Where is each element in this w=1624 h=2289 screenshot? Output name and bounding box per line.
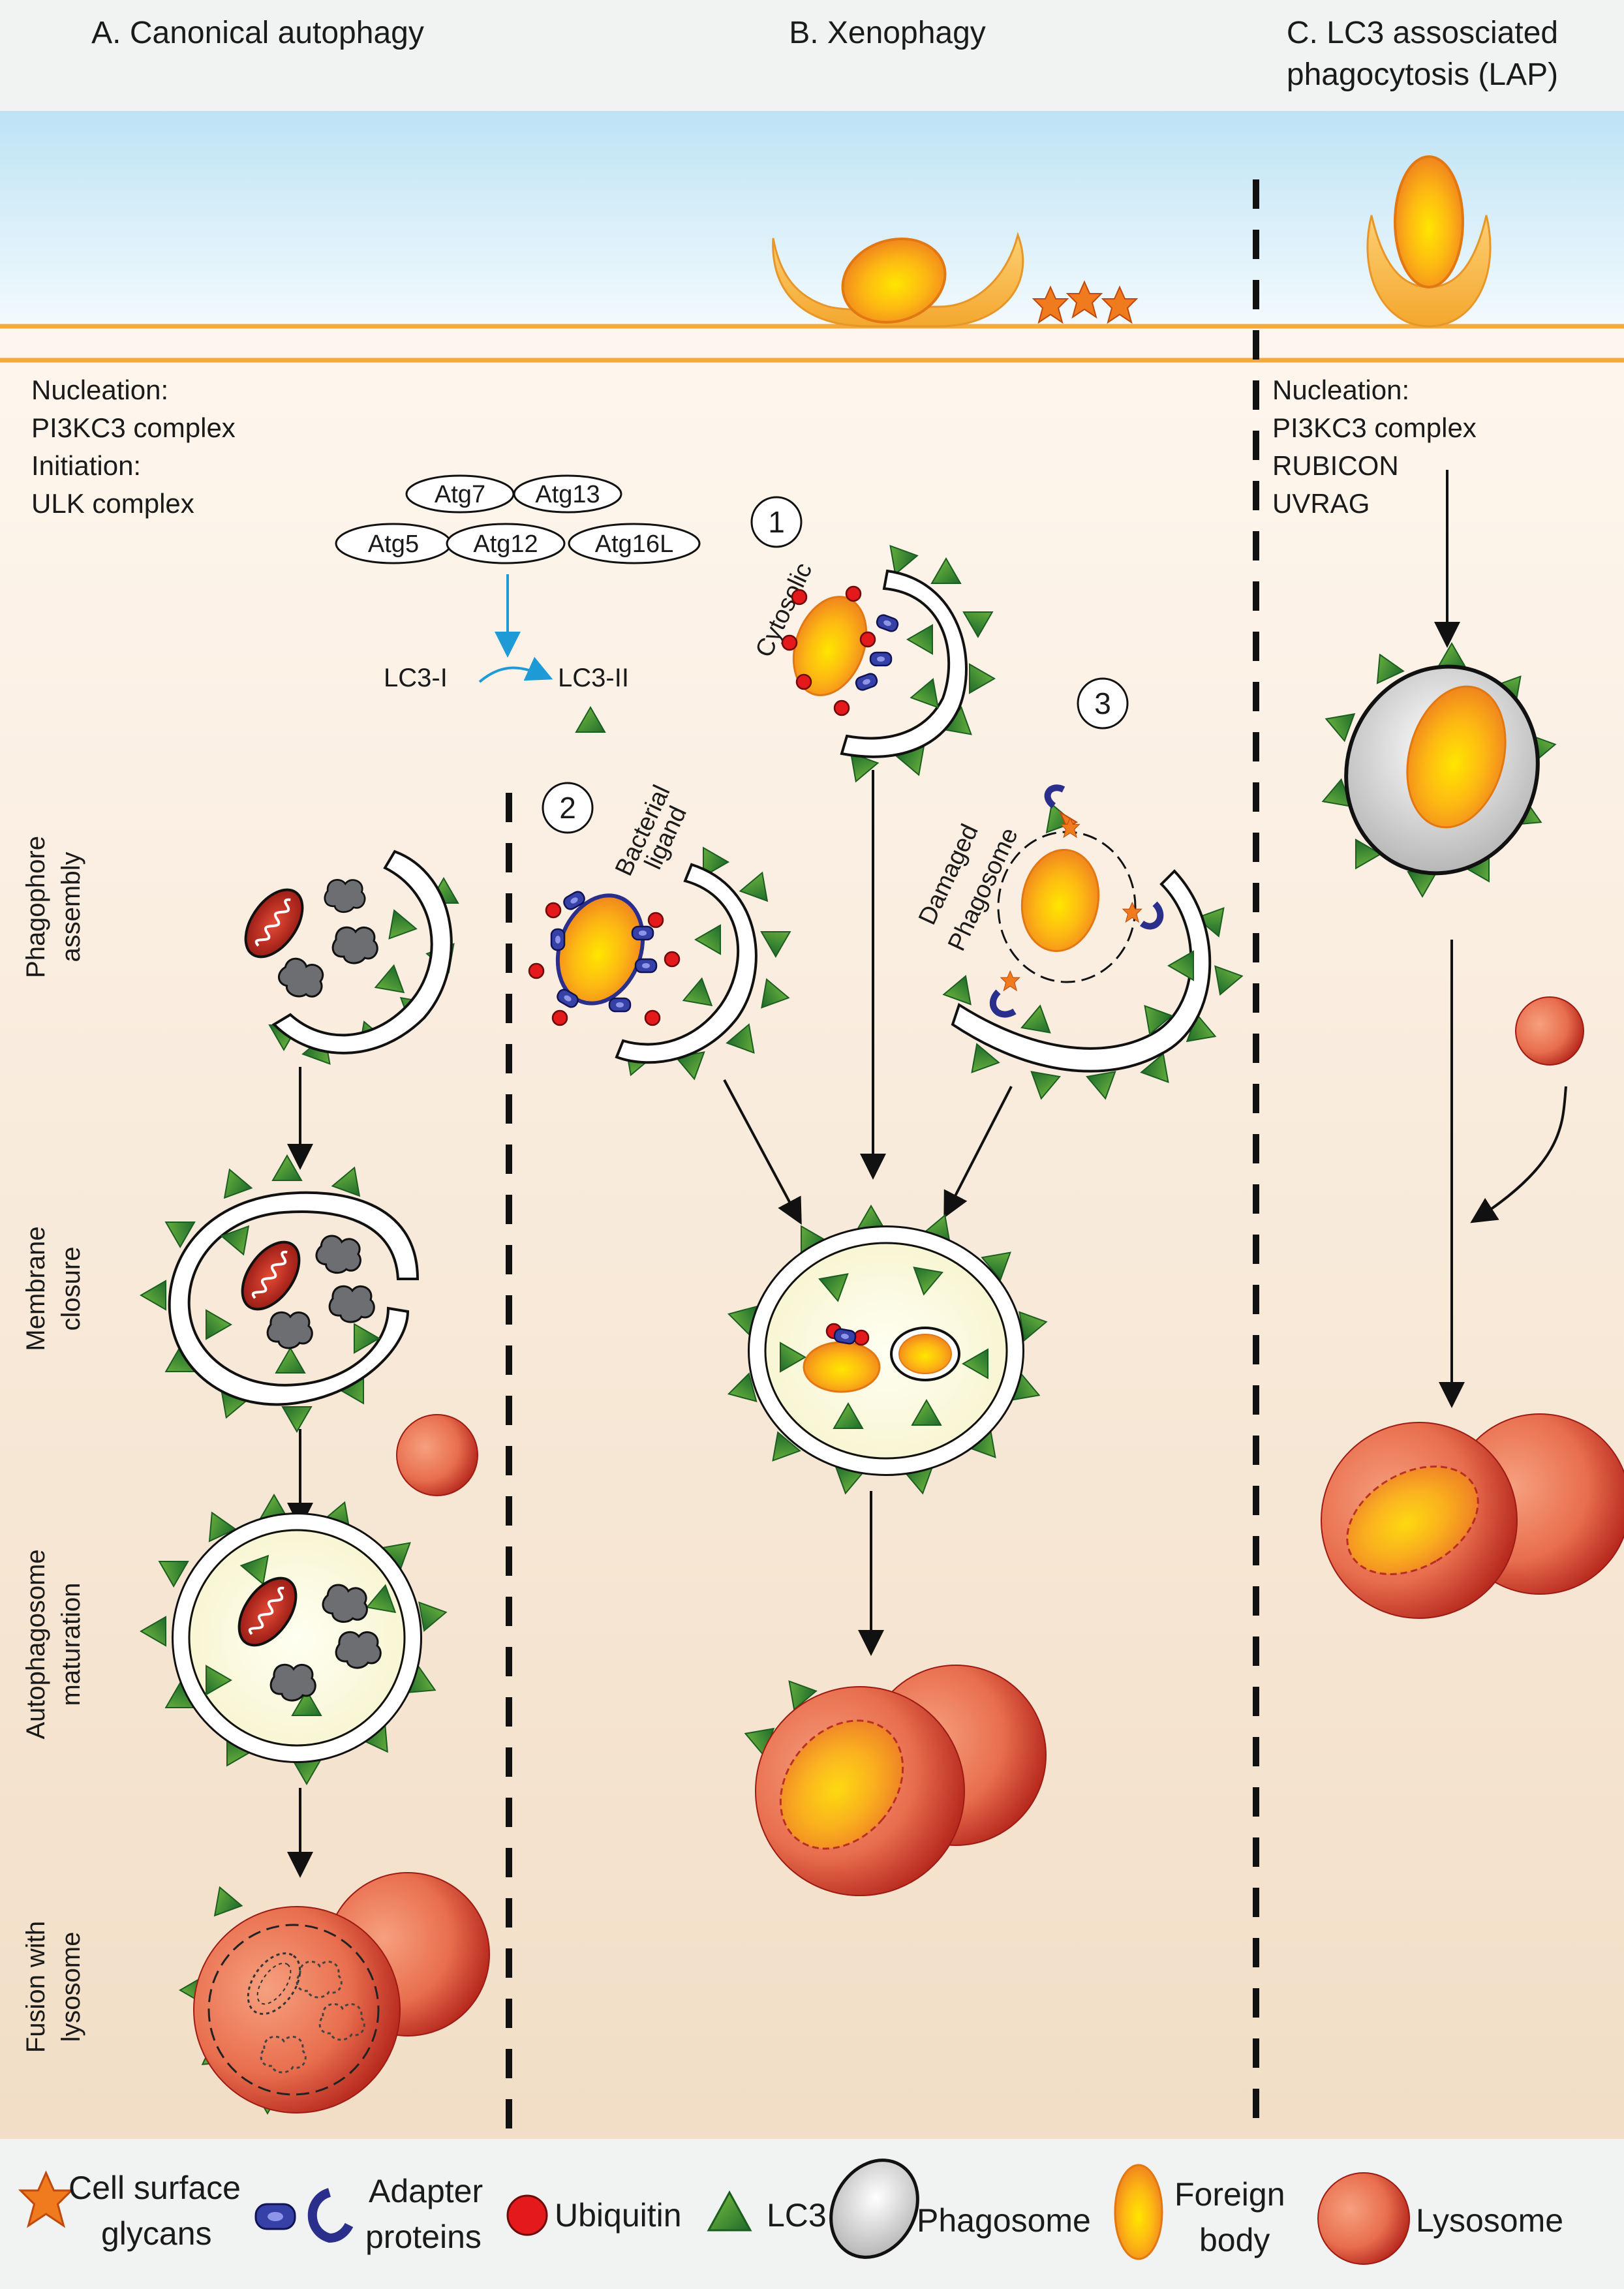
- column-c-title-line2: phagocytosis (LAP): [1287, 57, 1558, 92]
- lap-phagosome: [1317, 643, 1559, 897]
- legend-phagosome: Phagosome: [917, 2202, 1091, 2239]
- stage-2-line1: Membrane: [22, 1226, 50, 1351]
- stage-2-line2: closure: [57, 1247, 85, 1331]
- legend-lc3-triangle-icon: [707, 2190, 752, 2232]
- route-3-damaged-phagosome: [940, 784, 1246, 1102]
- initiation-label: Initiation:: [31, 450, 141, 481]
- atg7-label: Atg7: [435, 481, 485, 508]
- phagophore-assembly: [232, 850, 466, 1074]
- legend-lysosome: Lysosome: [1416, 2202, 1563, 2239]
- lc3-conversion-arrow: [478, 656, 553, 683]
- legend-foreign-line1: Foreign: [1174, 2176, 1285, 2213]
- column-a-title: A. Canonical autophagy: [91, 16, 424, 50]
- lap-lysosome-arrow: [1470, 1086, 1567, 1223]
- column-c-title-line1: C. LC3 assosciated: [1287, 16, 1558, 50]
- initiation-value: ULK complex: [31, 488, 194, 519]
- lap-lysosome: [1515, 996, 1584, 1066]
- legend-adapter-line1: Adapter: [369, 2173, 483, 2209]
- atg5-label: Atg5: [368, 530, 419, 558]
- nucleation-label: Nucleation:: [31, 375, 168, 405]
- legend-ubiquitin: Ubiquitin: [555, 2197, 682, 2234]
- route-3-number: 3: [1094, 686, 1111, 720]
- stage-3-line1: Autophagosome: [22, 1549, 50, 1739]
- legend-adapter-line2: proteins: [365, 2219, 482, 2255]
- atg16l-label: Atg16L: [595, 530, 673, 558]
- route-2-number: 2: [559, 791, 576, 825]
- legend-phagosome-icon: [829, 2158, 919, 2259]
- legend: Cell surface glycans Adapter proteins Ub…: [20, 2158, 1563, 2265]
- lysosome-approaching: [396, 1414, 478, 1496]
- legend-lc3: LC3: [767, 2197, 827, 2234]
- legend-ubiquitin-icon: [506, 2194, 548, 2236]
- legend-glycans-line2: glycans: [101, 2215, 212, 2252]
- lc3-ii-label: LC3-II: [558, 664, 629, 692]
- nucleation-value: PI3KC3 complex: [31, 412, 236, 443]
- lap-phagolysosome: [1321, 1413, 1624, 1619]
- xenophagosome: [724, 1205, 1050, 1497]
- xeno-autolysosome: [739, 1665, 1047, 1896]
- stage-1-line1: Phagophore: [22, 836, 50, 978]
- atg13-label: Atg13: [535, 481, 600, 508]
- stage-3-line2: maturation: [57, 1583, 85, 1706]
- foreign-body-icon: [841, 238, 947, 324]
- route-2-bacterial-ligand: [528, 840, 798, 1083]
- route-1-number: 1: [768, 505, 785, 539]
- route-1-cytosolic: [781, 536, 1000, 788]
- legend-lysosome-icon: [1317, 2172, 1410, 2265]
- lap-foreign-body: [1394, 155, 1464, 288]
- lap-item-2: RUBICON: [1272, 450, 1399, 481]
- autophagosome-maturation: [140, 1494, 450, 1785]
- legend-foreign-body-icon: [1114, 2164, 1163, 2260]
- column-b-title: B. Xenophagy: [789, 16, 986, 50]
- route-3-arrow: [943, 1086, 1013, 1219]
- stage-4-line1: Fusion with: [22, 1921, 50, 2053]
- autolysosome: [179, 1872, 490, 2114]
- legend-adapter-protein-icon: [254, 2188, 354, 2243]
- stage-1-line2: assembly: [57, 852, 85, 962]
- legend-foreign-line2: body: [1199, 2222, 1270, 2258]
- lap-nucleation-label: Nucleation:: [1272, 375, 1409, 405]
- stage-4-line2: lysosome: [57, 1932, 85, 2042]
- legend-glycans-line1: Cell surface: [69, 2170, 241, 2206]
- lc3-i-label: LC3-I: [384, 664, 448, 692]
- atg-complex: Atg7 Atg13 Atg5 Atg12 Atg16L: [335, 474, 701, 564]
- lap-item-1: PI3KC3 complex: [1272, 412, 1477, 443]
- membrane-closure: [140, 1155, 420, 1432]
- atg12-label: Atg12: [473, 530, 538, 558]
- lap-membrane-cup: [1366, 215, 1492, 328]
- lap-item-3: UVRAG: [1272, 488, 1370, 519]
- route-2-arrow: [723, 1079, 802, 1225]
- engulfing-membrane-cup: [772, 231, 1024, 328]
